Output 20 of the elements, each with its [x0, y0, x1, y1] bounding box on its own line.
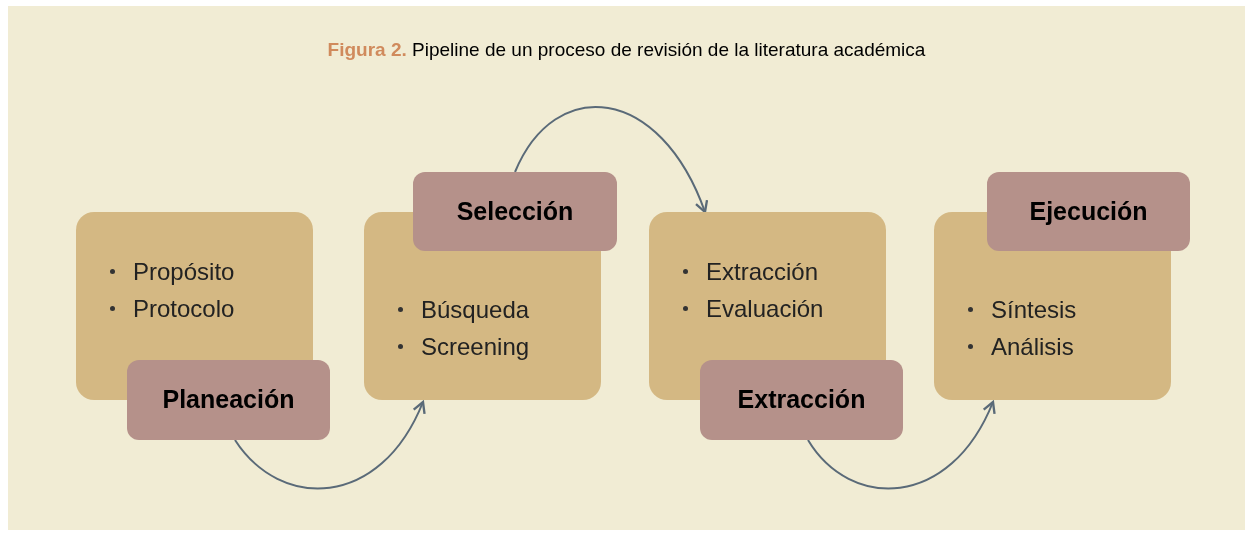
bullet-item: Evaluación [706, 294, 824, 324]
curved-arrow [807, 400, 995, 490]
bullet-item: Propósito [133, 257, 235, 287]
bullet-item: Búsqueda [421, 295, 530, 325]
stage-label-box [413, 172, 617, 251]
stage-title: Planeación [162, 384, 295, 416]
stage-title: Selección [456, 195, 574, 227]
bullet-item: Extracción [706, 257, 819, 287]
bullet-item: Síntesis [991, 295, 1077, 325]
bullet-item: Análisis [991, 332, 1074, 362]
bullet-item: Screening [421, 332, 530, 362]
stage-label-box [700, 360, 903, 440]
figure-title: Figura 2. Pipeline de un proceso de revisión de la literatura académica [327, 38, 926, 62]
stage-label-box [987, 172, 1190, 251]
stage-label-box [127, 360, 330, 440]
stage-title: Ejecución [1029, 195, 1148, 227]
curved-arrow [514, 106, 708, 214]
bullet-item: Protocolo [133, 294, 235, 324]
curved-arrow [234, 400, 425, 490]
stage-title: Extracción [737, 384, 866, 416]
